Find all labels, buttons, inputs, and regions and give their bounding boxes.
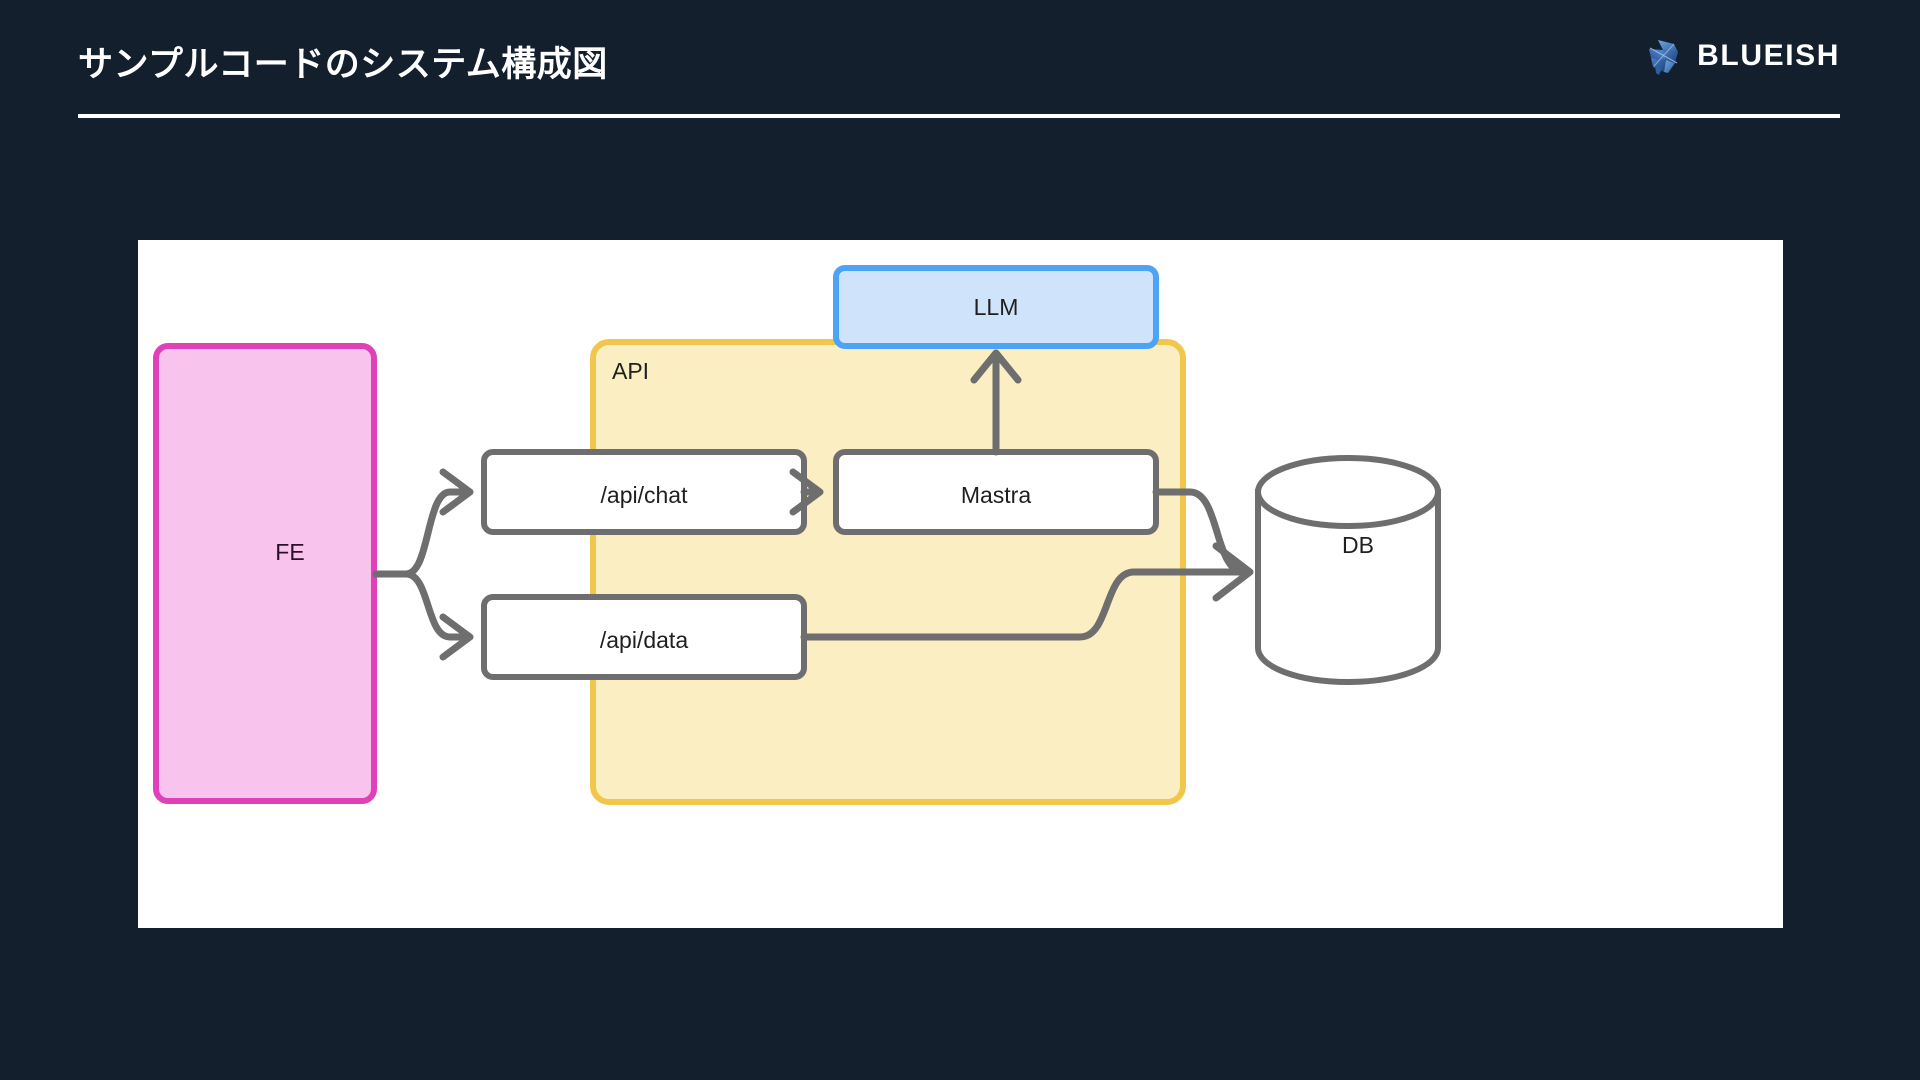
edge-fe-to-api-data [402, 570, 472, 641]
page-title: サンプルコードのシステム構成図 [78, 45, 608, 84]
arrowhead-fe-to-api-data [439, 613, 474, 661]
header-divider [78, 114, 1840, 118]
arrowhead-mastra-to-llm [970, 349, 1022, 384]
node-fe[interactable] [153, 343, 377, 804]
edge-mastra-to-db [1152, 488, 1248, 576]
blueish-crystal-logo-icon [1649, 40, 1679, 75]
edge-api-data-to-db [800, 568, 1248, 641]
arrowhead-api-chat-to-mastra [789, 468, 824, 516]
node-api-data[interactable] [481, 594, 807, 680]
node-mastra[interactable] [833, 449, 1159, 535]
arrowhead-to-db [1212, 542, 1254, 602]
node-api-chat[interactable] [481, 449, 807, 535]
brand-logo: BLUEISH [1644, 36, 1840, 76]
brand-name: BLUEISH [1697, 39, 1840, 72]
node-db[interactable] [1255, 455, 1441, 685]
architecture-diagram [153, 265, 1441, 805]
edge-fe-to-api-chat [402, 488, 472, 578]
node-llm[interactable] [833, 265, 1159, 349]
group-api-container [590, 339, 1186, 805]
slide-header: サンプルコードのシステム構成図 [0, 0, 1920, 140]
arrowhead-fe-to-api-chat [439, 468, 474, 516]
diagram-canvas: API FE /api/chat /api/data Mastra LLM DB [138, 240, 1783, 928]
